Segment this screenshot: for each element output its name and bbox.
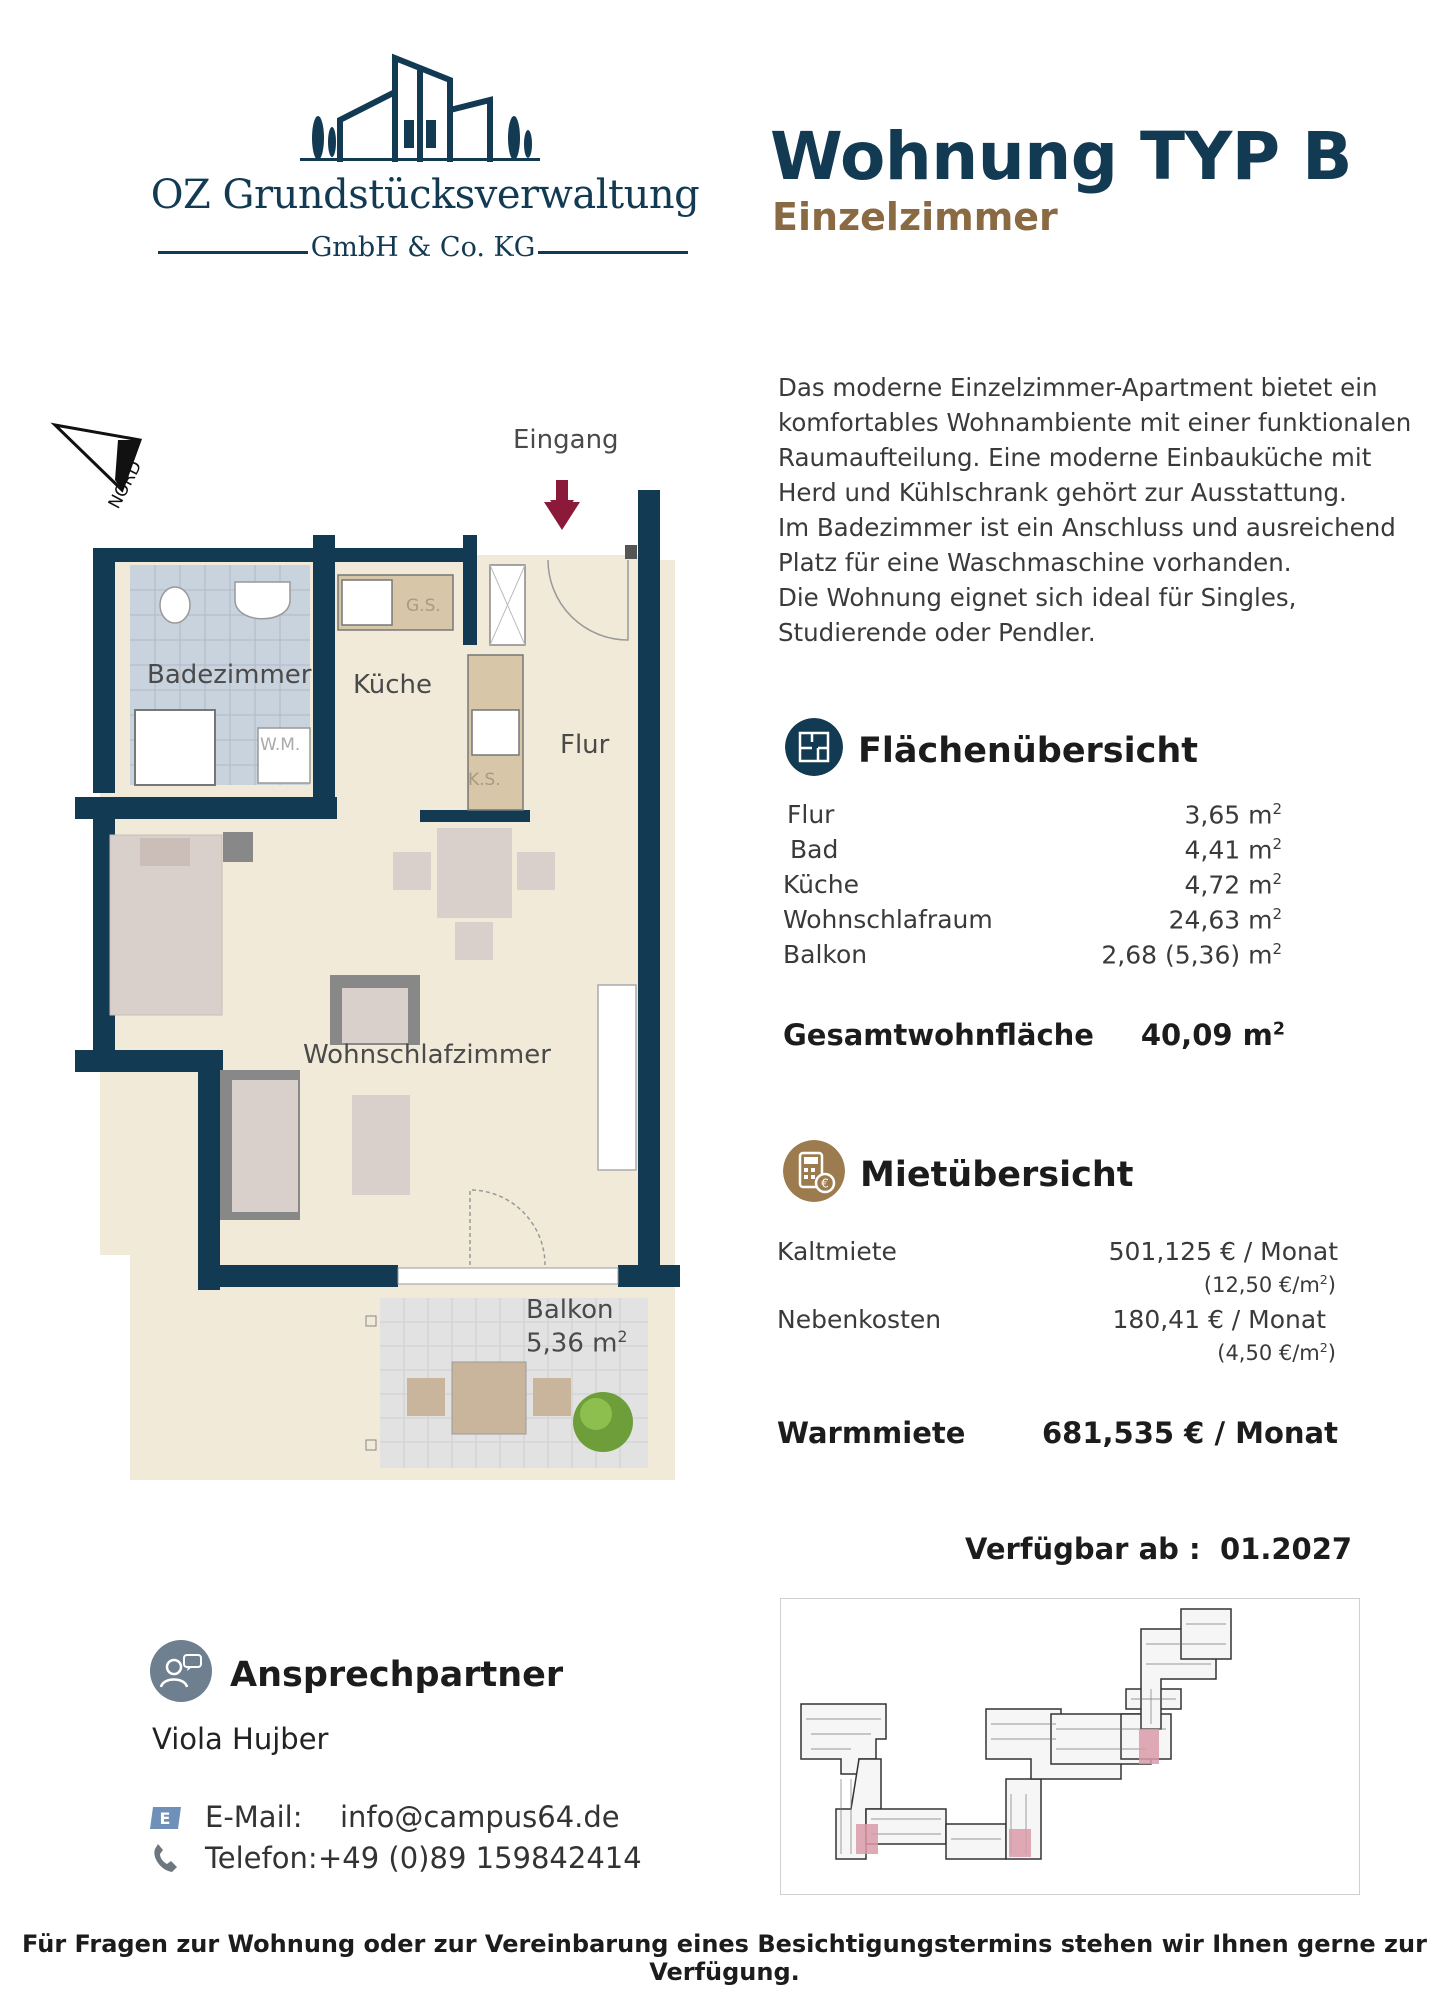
area-label-living: Wohnschlafraum <box>783 905 993 934</box>
floorplan-icon <box>785 718 843 776</box>
company-logo-mark <box>300 53 540 162</box>
description-line: Raumaufteilung. Eine moderne Einbauküche… <box>778 443 1372 472</box>
hall-label: Flur <box>560 730 610 760</box>
stove-label: G.S. <box>406 596 441 616</box>
description-line: Im Badezimmer ist ein Anschluss und ausr… <box>778 513 1396 542</box>
warm-rent-label: Warmmiete <box>777 1416 966 1450</box>
area-label-hall: Flur <box>787 800 835 829</box>
description: Das moderne Einzelzimmer-Apartment biete… <box>778 370 1418 650</box>
description-line: Das moderne Einzelzimmer-Apartment biete… <box>778 373 1378 402</box>
contact-person-icon <box>150 1640 212 1702</box>
cold-rent-value: 501,125 € / Monat <box>1108 1237 1338 1266</box>
area-value-balcony: 2,68 (5,36) m2 <box>1101 940 1282 970</box>
extra-costs-per-m2: (4,50 €/m2) <box>1217 1340 1336 1365</box>
extra-costs-value: 180,41 € / Monat <box>1112 1305 1326 1334</box>
bathroom-label: Badezimmer <box>147 660 312 690</box>
site-plan-image <box>780 1598 1360 1895</box>
company-name: OZ Grundstücksverwaltung <box>150 172 700 218</box>
area-total-label: Gesamtwohnfläche <box>783 1018 1094 1052</box>
available-label: Verfügbar ab : <box>965 1532 1201 1566</box>
footer-note: Für Fragen zur Wohnung oder zur Vereinba… <box>22 1930 1427 1986</box>
fridge-label: K.S. <box>468 770 501 790</box>
svg-text:E: E <box>160 1809 171 1828</box>
floorplan: NORD Eingang Badezimmer Küche Flur Wohns… <box>40 410 700 1480</box>
balcony-label: Balkon <box>526 1295 614 1325</box>
cold-rent-label: Kaltmiete <box>777 1237 897 1266</box>
svg-text:€: € <box>821 1177 829 1191</box>
phone-label: Telefon: <box>205 1841 318 1875</box>
company-legal: GmbH & Co. KG <box>310 232 536 263</box>
area-value-kitchen: 4,72 m2 <box>1184 870 1282 900</box>
description-line: komfortables Wohnambiente mit einer funk… <box>778 408 1412 437</box>
area-label-balcony: Balkon <box>783 940 868 969</box>
floorplan-walls <box>75 478 680 1468</box>
living-room-label: Wohnschlafzimmer <box>303 1040 551 1070</box>
description-line: Die Wohnung eignet sich ideal für Single… <box>778 583 1297 612</box>
description-line: Herd und Kühlschrank gehört zur Ausstatt… <box>778 478 1347 507</box>
email-label: E-Mail: <box>205 1800 303 1834</box>
company-legal-row: GmbH & Co. KG <box>158 232 688 272</box>
area-value-living: 24,63 m2 <box>1168 905 1282 935</box>
phone-icon <box>154 1844 177 1872</box>
area-label-bath: Bad <box>790 835 839 864</box>
extra-costs-label: Nebenkosten <box>777 1305 942 1334</box>
available-date: 01.2027 <box>1220 1532 1353 1566</box>
north-arrow-icon <box>50 422 143 493</box>
email-address[interactable]: info@campus64.de <box>340 1800 620 1834</box>
description-line: Platz für eine Waschmaschine vorhanden. <box>778 548 1292 577</box>
page-title: Wohnung TYP B <box>770 118 1352 195</box>
page-subtitle: Einzelzimmer <box>772 195 1058 239</box>
washing-machine-label: W.M. <box>260 735 301 755</box>
contact-name: Viola Hujber <box>152 1722 329 1756</box>
area-section-title: Flächenübersicht <box>858 731 1199 771</box>
kitchen-label: Küche <box>353 670 433 700</box>
cold-rent-per-m2: (12,50 €/m2) <box>1203 1272 1336 1297</box>
warm-rent-value: 681,535 € / Monat <box>1041 1416 1338 1450</box>
email-icon: E <box>150 1807 181 1829</box>
description-line: Studierende oder Pendler. <box>778 618 1096 647</box>
area-total-value: 40,09 m2 <box>1140 1018 1285 1052</box>
calculator-euro-icon: € <box>783 1140 845 1202</box>
balcony-area-label: 5,36 m2 <box>526 1328 628 1359</box>
contact-section-title: Ansprechpartner <box>230 1655 564 1695</box>
area-label-kitchen: Küche <box>783 870 859 899</box>
phone-number[interactable]: +49 (0)89 159842414 <box>318 1841 642 1875</box>
rent-section-title: Mietübersicht <box>860 1155 1134 1195</box>
area-value-hall: 3,65 m2 <box>1184 800 1282 830</box>
entrance-label: Eingang <box>513 425 619 455</box>
area-value-bath: 4,41 m2 <box>1184 835 1282 865</box>
